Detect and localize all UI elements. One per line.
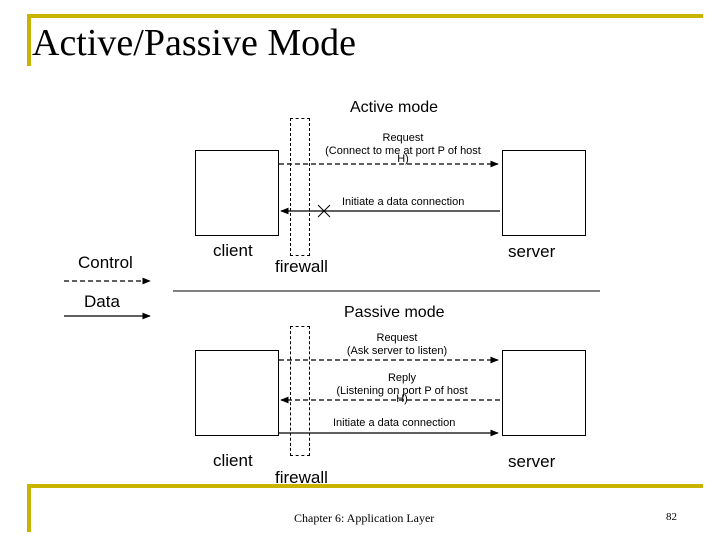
active-client-box: [195, 150, 279, 236]
active-mode-title: Active mode: [350, 99, 439, 116]
active-server-box: [502, 150, 586, 236]
passive-reply-label: Reply (Listening on port P of host H): [322, 372, 482, 406]
blocked-x-icon: [317, 204, 331, 218]
active-request-label: Request (Connect to me at port P of host…: [318, 132, 488, 166]
passive-request-label: Request (Ask server to listen): [330, 332, 464, 358]
footer-accent-vertical: [27, 484, 31, 532]
active-firewall: [290, 118, 310, 256]
active-client-label: client: [213, 241, 253, 260]
passive-firewall: [290, 326, 310, 456]
passive-client-label: client: [213, 451, 253, 470]
passive-mode-title: Passive mode: [344, 304, 445, 321]
passive-request-line2: (Ask server to listen): [346, 345, 448, 357]
active-request-line2: (Connect to me at port P of host: [325, 145, 481, 157]
active-data-connection-label: Initiate a data connection: [342, 196, 465, 208]
footer-chapter: Chapter 6: Application Layer: [294, 511, 435, 525]
slide-title: Active/Passive Mode: [32, 22, 357, 64]
passive-reply-line2: (Listening on port P of host: [336, 385, 468, 397]
passive-reply-line3: H): [396, 393, 408, 405]
title-accent-horizontal: [27, 14, 703, 18]
legend-control-label: Control: [78, 253, 133, 272]
passive-server-box: [502, 350, 586, 436]
passive-request-line1: Request: [376, 332, 418, 344]
active-server-label: server: [508, 242, 556, 261]
footer-accent-horizontal: [27, 484, 703, 488]
active-request-line1: Request: [382, 132, 424, 144]
title-accent-vertical: [27, 14, 31, 66]
active-firewall-label: firewall: [275, 257, 328, 276]
passive-client-box: [195, 350, 279, 436]
active-request-line3: H): [397, 153, 409, 165]
page-number: 82: [666, 511, 677, 523]
passive-data-connection-label: Initiate a data connection: [333, 417, 456, 429]
passive-reply-line1: Reply: [387, 372, 417, 384]
passive-server-label: server: [508, 452, 556, 471]
legend-data-label: Data: [84, 292, 120, 311]
passive-firewall-label: firewall: [275, 468, 328, 487]
